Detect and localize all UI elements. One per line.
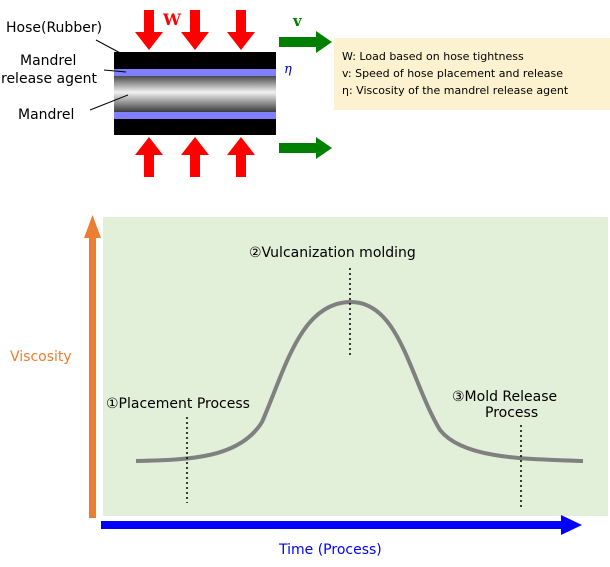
load-arrow-up-3 <box>227 137 255 177</box>
leader-lines <box>89 39 129 111</box>
load-arrow-down-2 <box>181 10 209 50</box>
stage-1-label: ①Placement Process <box>106 396 250 412</box>
plot-area <box>103 217 608 516</box>
x-axis-arrowhead <box>561 515 582 535</box>
x-axis-shaft <box>101 521 563 529</box>
release-agent-top-layer <box>114 69 276 76</box>
x-axis-label: Time (Process) <box>279 542 382 558</box>
release-agent-leader-line <box>103 69 127 73</box>
stage-3-label-line-1: ③Mold Release <box>452 389 558 405</box>
legend-viscosity: η: Viscosity of the mandrel release agen… <box>342 84 569 97</box>
stage-3-label-line-2: Process <box>485 405 539 421</box>
hose-top-layer <box>114 52 276 69</box>
mandrel-core <box>114 76 276 112</box>
y-axis-label: Viscosity <box>10 349 72 365</box>
release-agent-label-line-2: release agent <box>1 71 97 87</box>
viscosity-symbol: η <box>284 62 292 77</box>
x-axis-arrow <box>101 515 582 535</box>
legend-load: W: Load based on hose tightness <box>342 50 524 63</box>
speed-symbol: v <box>293 12 302 30</box>
speed-arrow-top <box>279 31 332 53</box>
load-arrow-up-2 <box>181 137 209 177</box>
speed-arrows <box>279 31 332 159</box>
hose-cross-section <box>114 52 276 135</box>
release-agent-bottom-layer <box>114 112 276 119</box>
legend-box: W: Load based on hose tightness v: Speed… <box>334 38 610 110</box>
y-axis-shaft <box>89 236 96 518</box>
release-agent-label-line-1: Mandrel <box>20 53 77 69</box>
hose-bottom-layer <box>114 119 276 135</box>
load-arrows-bottom <box>135 137 255 177</box>
load-symbol: W <box>163 10 181 29</box>
mandrel-label: Mandrel <box>18 107 75 123</box>
viscosity-curve <box>135 299 584 463</box>
load-arrow-down-1 <box>135 10 163 50</box>
y-axis-arrow <box>84 215 101 518</box>
stage-2-label: ②Vulcanization molding <box>249 245 416 261</box>
load-arrow-up-1 <box>135 137 163 177</box>
load-arrow-down-3 <box>227 10 255 50</box>
speed-arrow-bottom <box>279 137 332 159</box>
mandrel-leader-line <box>89 94 129 111</box>
hose-leader-line <box>95 39 125 56</box>
load-arrows-top <box>135 10 255 50</box>
hose-label: Hose(Rubber) <box>6 20 103 36</box>
y-axis-arrowhead <box>84 215 101 238</box>
legend-speed: v: Speed of hose placement and release <box>342 67 564 80</box>
stage-markers <box>186 268 522 508</box>
